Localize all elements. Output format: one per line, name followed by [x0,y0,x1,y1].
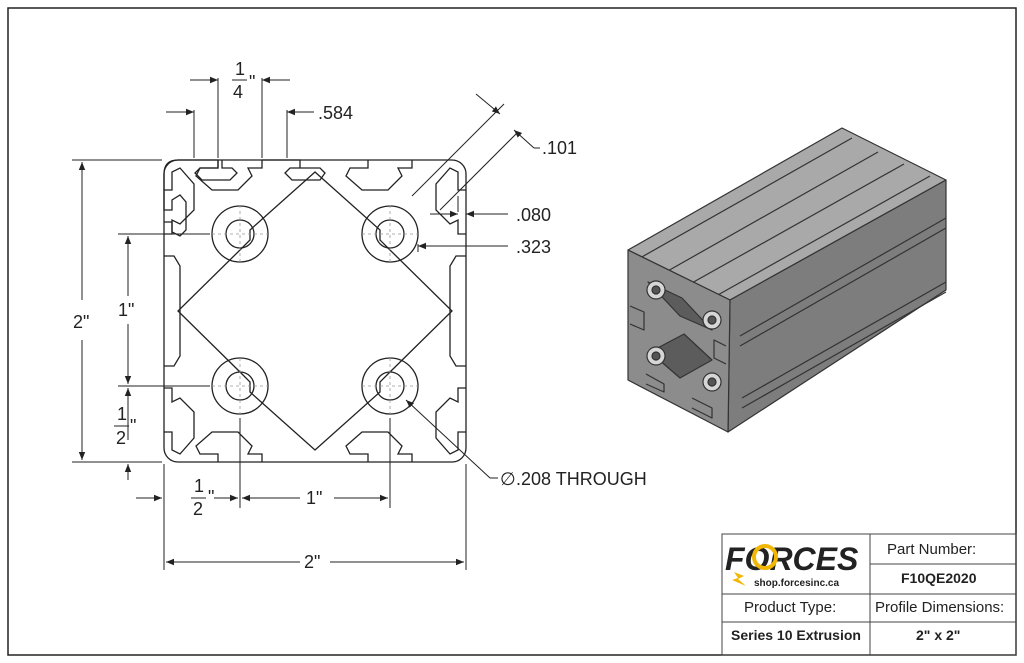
gear-icon [752,544,778,570]
dim-quarter-num: 1 [235,59,245,79]
hole-diameter-symbol: ∅ [500,469,516,489]
profile-dimensions-label: Profile Dimensions: [875,599,1004,616]
dim-half-unit: " [130,416,136,436]
logo-text: FORCES [725,541,859,577]
right-slot-mid [449,255,466,367]
logo-url: shop.forcesinc.ca [754,578,839,589]
title-block [721,533,1017,656]
dim-quarter-den: 4 [233,82,243,102]
dim-half-num: 1 [117,404,127,424]
right-slot-bottom [435,387,466,455]
dim-width-2: 2" [304,552,320,572]
lightning-icon [732,572,746,586]
product-type-value: Series 10 Extrusion [731,627,861,643]
dim-bottom-pitch-1: 1" [306,488,322,508]
profile-dimensions-value: 2" x 2" [916,627,960,643]
left-slot-bottom [164,387,195,455]
part-number-label: Part Number: [887,541,976,558]
left-slot-mid [164,255,181,367]
part-number-value: F10QE2020 [901,570,977,586]
profile-front-view [163,159,467,463]
dim-323: .323 [516,237,551,257]
dim-quarter-unit: " [249,72,255,92]
forces-logo: FORCES shop.forcesinc.ca [725,541,859,589]
dim-bottom-half-unit: " [208,487,214,507]
dim-half-den: 2 [116,428,126,448]
extrusion-isometric-view [627,127,947,433]
dim-bottom-half-den: 2 [193,499,203,519]
dim-hole: .208 THROUGH [516,469,647,489]
bottom-slot-left [195,431,263,462]
dim-101: .101 [542,138,577,158]
dim-pitch-1: 1" [118,300,134,320]
dim-080: .080 [516,205,551,225]
top-slot-left [195,160,263,191]
centre-marks [212,205,418,414]
right-slot-top [435,167,466,235]
dim-bottom-half-num: 1 [194,476,204,496]
bottom-slot-right [345,431,413,462]
left-slot-top [164,167,195,235]
dim-height-2: 2" [73,312,89,332]
product-type-label: Product Type: [744,599,836,616]
dimension-lines [72,76,540,570]
center-cavity [177,171,453,451]
dimension-text: 1 4 " .584 .101 .080 .323 2" 1" 1 2 " 1 … [73,59,647,572]
profile-body [163,159,467,463]
sheet-border [7,7,1017,656]
profile-outline [163,159,326,237]
dim-584: .584 [318,103,353,123]
top-slot-right [345,160,413,191]
